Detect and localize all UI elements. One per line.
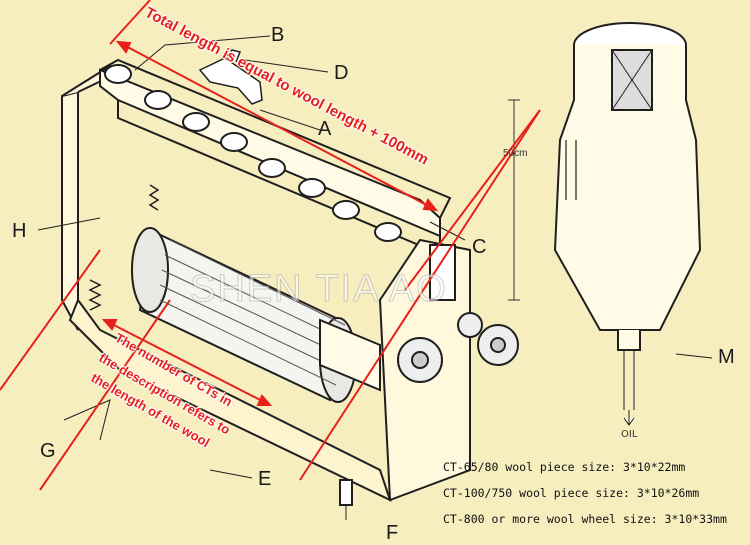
label-a: A: [318, 118, 332, 140]
oil-tank: [553, 22, 713, 426]
spec-line-1: CT-65/80 wool piece size: 3*10*22mm: [443, 460, 686, 474]
scale-bar: [508, 99, 520, 301]
spec-line-2: CT-100/750 wool piece size: 3*10*26mm: [443, 486, 700, 500]
label-d: D: [334, 62, 349, 84]
label-h: H: [12, 220, 27, 242]
label-b: B: [271, 24, 285, 46]
spec-line-3: CT-800 or more wool wheel size: 3*10*33m…: [443, 512, 727, 526]
frame-left-post: [61, 90, 79, 331]
label-c: C: [472, 236, 487, 258]
label-e: E: [258, 468, 272, 490]
machine-base: [68, 297, 392, 502]
scale-label: 50cm: [503, 148, 528, 159]
watermark-text: SHEN TIA AO: [190, 268, 448, 311]
red-dimension-lines: [0, 0, 541, 491]
label-f: F: [386, 522, 399, 544]
label-g: G: [40, 440, 56, 462]
oil-label: OIL: [621, 429, 638, 440]
label-m: M: [718, 346, 735, 368]
screw-row: [104, 64, 402, 242]
spray-gun-d: [198, 49, 263, 105]
